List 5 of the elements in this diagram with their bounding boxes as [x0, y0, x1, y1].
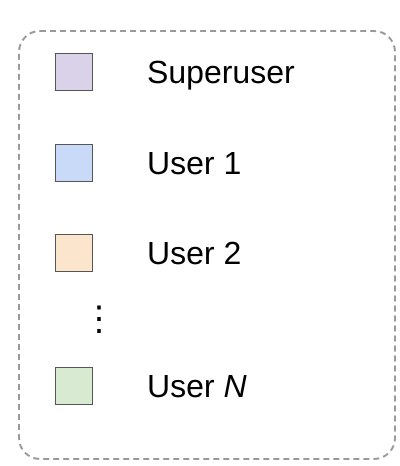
legend-label: User 1 [147, 144, 242, 183]
vertical-ellipsis: ⋮ [82, 299, 116, 340]
legend-label: User N [147, 367, 247, 406]
legend-label: Superuser [147, 53, 295, 92]
legend-label: User 2 [147, 234, 242, 273]
